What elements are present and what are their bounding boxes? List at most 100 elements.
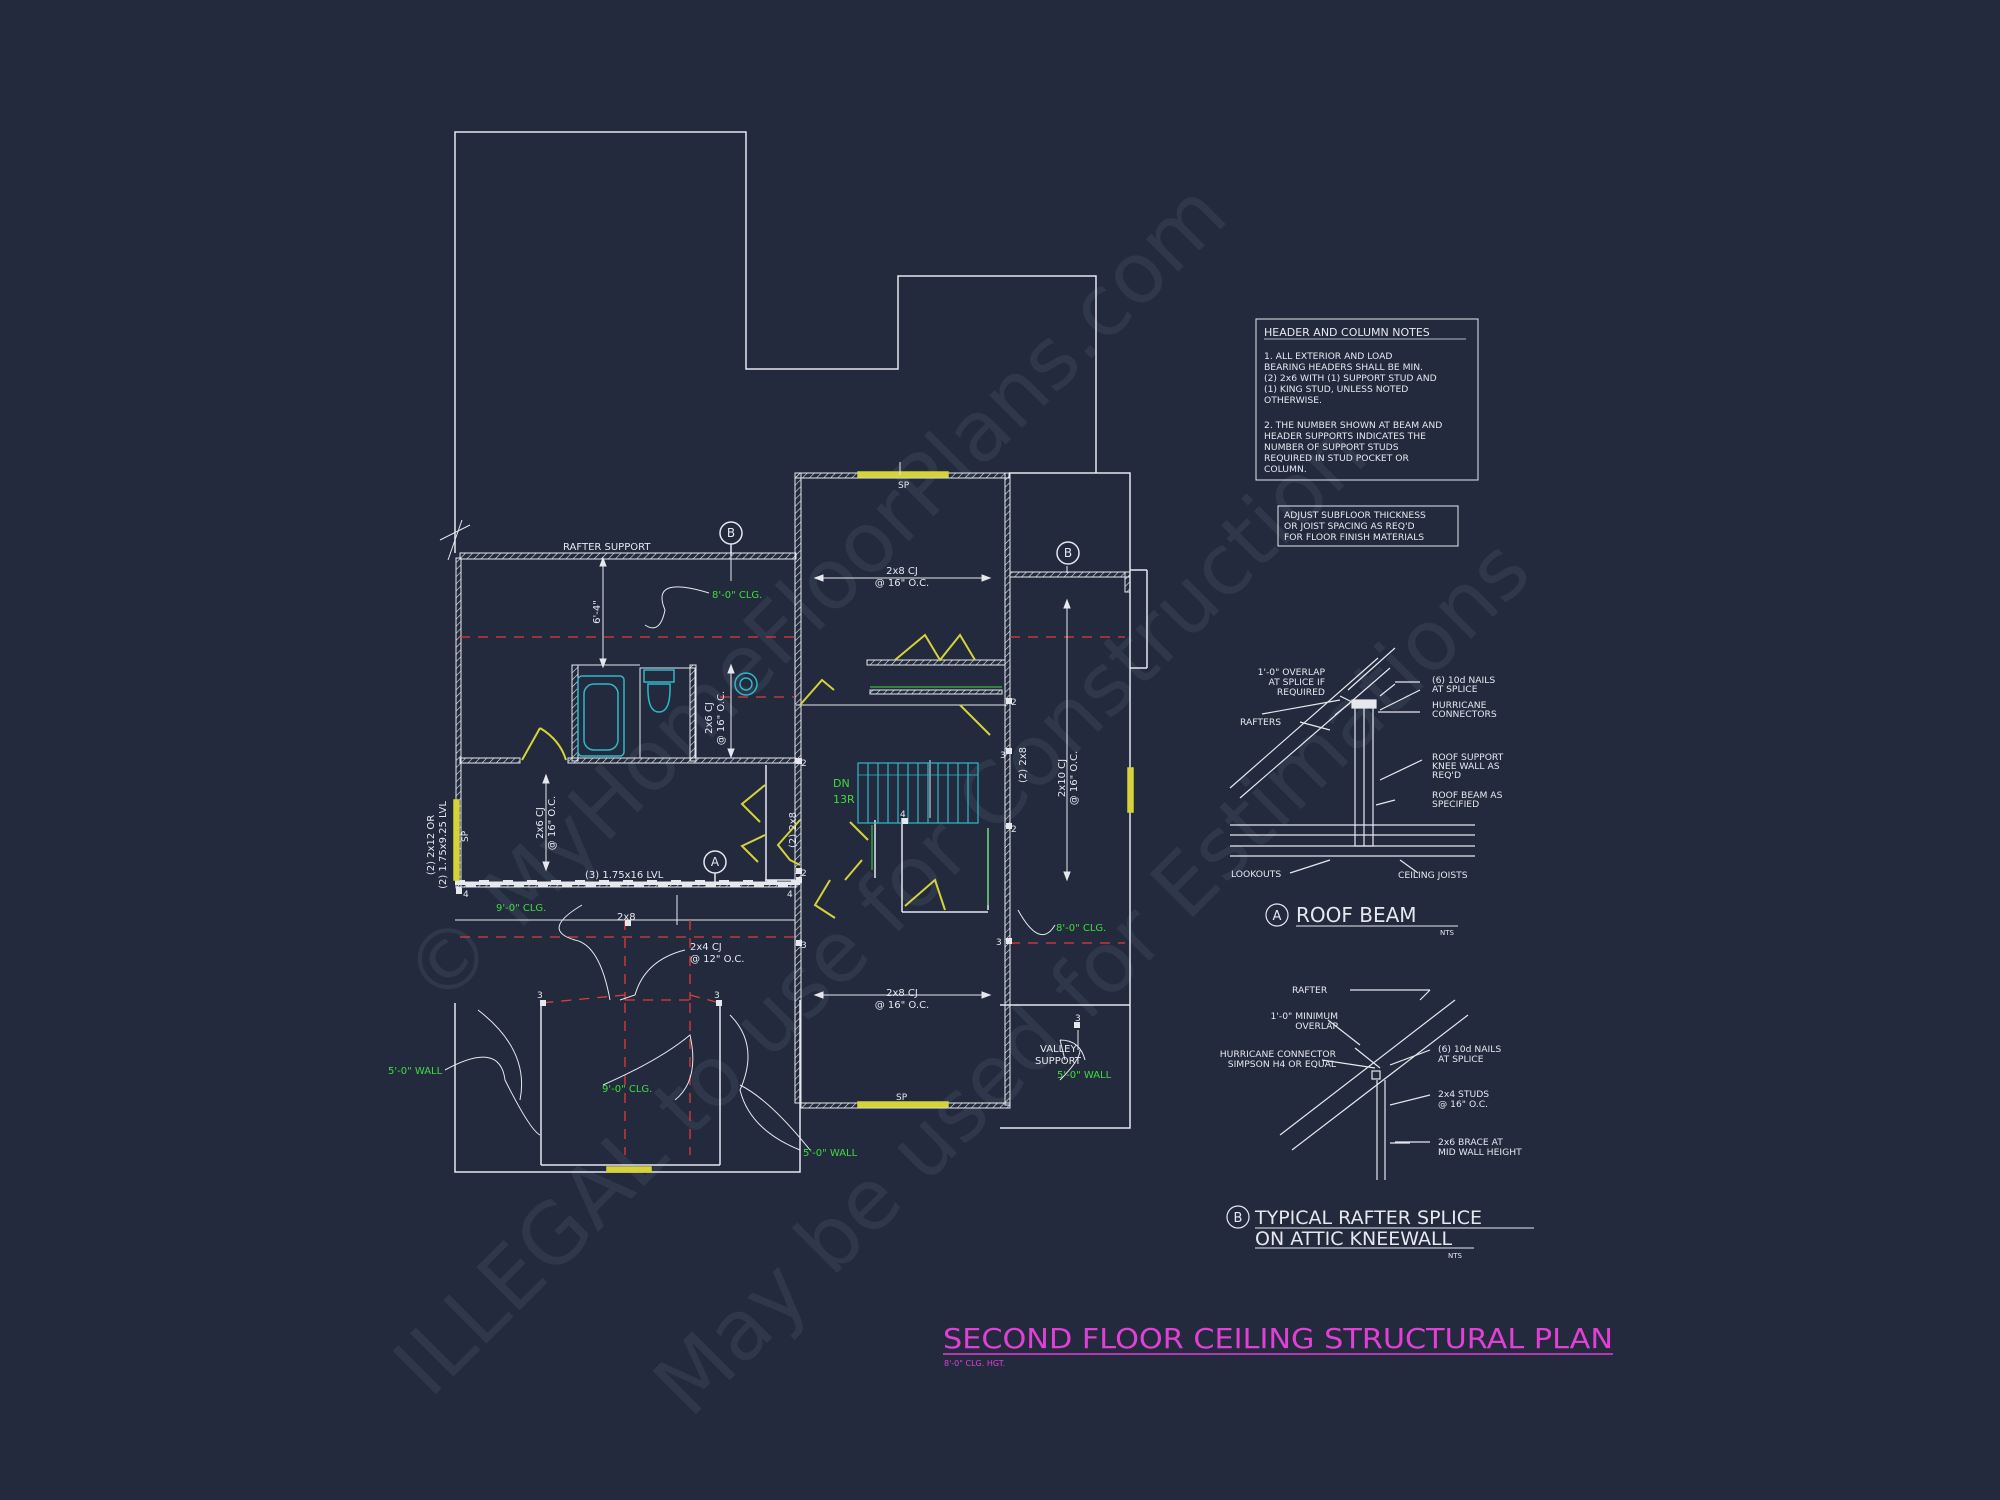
notes-line: (2) 2x6 WITH (1) SUPPORT STUD AND	[1264, 373, 1437, 384]
detail-roof-beam: 1'-0" OVERLAP AT SPLICE IF REQUIRED (6) …	[1229, 647, 1504, 937]
detail-b-studs: 2x4 STUDS	[1438, 1089, 1489, 1100]
wall-5-left: 5'-0" WALL	[388, 1066, 443, 1077]
toilet-tank	[643, 669, 675, 683]
detail-a-scale: NTS	[1440, 929, 1455, 937]
wall-5-bottom: 5'-0" WALL	[803, 1148, 858, 1159]
detail-rafter-splice: RAFTER 1'-0" MINIMUM OVERLAP HURRICANE C…	[1220, 985, 1534, 1260]
callout-b-right: B	[1064, 546, 1072, 560]
lvl-left-line2: (2) 1.75x9.25 LVL	[438, 801, 449, 889]
stud-count: 2	[1011, 825, 1017, 835]
detail-a-knee-wall: ROOF SUPPORT	[1432, 752, 1504, 763]
floor-plan	[439, 131, 1148, 1173]
header-column-notes: HEADER AND COLUMN NOTES 1. ALL EXTERIOR …	[1255, 318, 1479, 481]
detail-a-knee-wall: KNEE WALL AS	[1432, 761, 1500, 772]
detail-b-studs: @ 16" O.C.	[1438, 1099, 1488, 1110]
subfloor-line: OR JOIST SPACING AS REQ'D	[1284, 521, 1415, 532]
wall-5-right: 5'-0" WALL	[1057, 1070, 1112, 1081]
detail-b-rafter: RAFTER	[1292, 985, 1328, 996]
ceiling-8-right: 8'-0" CLG.	[1056, 923, 1106, 934]
cj-2x8-top-line1: 2x8 CJ	[886, 566, 918, 577]
detail-a-roof-beam: SPECIFIED	[1432, 799, 1479, 810]
notes-line: BEARING HEADERS SHALL BE MIN.	[1264, 362, 1423, 373]
notes-line: NUMBER OF SUPPORT STUDS	[1264, 442, 1399, 453]
stud-count: 4	[900, 810, 906, 820]
stud-count: 3	[1000, 751, 1006, 761]
sink	[734, 672, 758, 696]
bathtub	[577, 675, 625, 757]
header-2x8-a: (2) 2x8	[788, 812, 799, 848]
stud-count: 3	[801, 941, 807, 951]
ceiling-8-top: 8'-0" CLG.	[712, 590, 762, 601]
rafter-support-label: RAFTER SUPPORT	[563, 542, 651, 553]
stud-count: 3	[996, 938, 1002, 948]
detail-a-hurricane: CONNECTORS	[1432, 709, 1497, 720]
cj-2x10-right-line1: 2x10 CJ	[1057, 759, 1068, 797]
detail-a-ceiling-joists: CEILING JOISTS	[1398, 870, 1468, 881]
detail-b-title-line1: TYPICAL RAFTER SPLICE	[1254, 1207, 1482, 1229]
sp-left: SP	[461, 830, 471, 842]
roof-outline	[454, 131, 1097, 553]
notes-line: OTHERWISE.	[1264, 395, 1322, 406]
cj-2x8-bottom-line2: @ 16" O.C.	[875, 1000, 930, 1011]
detail-a-roof-beam: ROOF BEAM AS	[1432, 790, 1503, 801]
header-2x8-b: (2) 2x8	[1018, 747, 1029, 783]
detail-a-rafters: RAFTERS	[1240, 717, 1281, 728]
notes-line: 2. THE NUMBER SHOWN AT BEAM AND	[1264, 420, 1442, 431]
cj-2x4-line1: 2x4 CJ	[690, 942, 722, 953]
bath-fixtures	[577, 669, 758, 757]
stud-count: 2	[1011, 698, 1017, 708]
notes-line: (1) KING STUD, UNLESS NOTED	[1264, 384, 1408, 395]
detail-b-hurricane: HURRICANE CONNECTOR	[1220, 1049, 1337, 1060]
detail-a-lookouts: LOOKOUTS	[1231, 869, 1281, 880]
plan-title: SECOND FLOOR CEILING STRUCTURAL PLAN	[943, 1322, 1613, 1355]
notes-line: HEADER SUPPORTS INDICATES THE	[1264, 431, 1426, 442]
sp-top: SP	[898, 481, 910, 491]
subfloor-line: FOR FLOOR FINISH MATERIALS	[1284, 532, 1424, 543]
notes-line: REQUIRED IN STUD POCKET OR	[1264, 453, 1409, 464]
detail-a-overlap: 1'-0" OVERLAP	[1258, 667, 1326, 678]
detail-a-nails: AT SPLICE	[1432, 684, 1478, 695]
dim-6-4: 6'-4"	[592, 600, 603, 624]
detail-a-knee-wall: REQ'D	[1432, 770, 1461, 781]
header-2x8-c: 2x8	[617, 912, 636, 923]
callout-a: A	[711, 855, 720, 869]
ceiling-9-center: 9'-0" CLG.	[602, 1084, 652, 1095]
stair-dn: DN	[833, 777, 850, 790]
doors	[521, 633, 991, 919]
detail-a-overlap: REQUIRED	[1277, 687, 1325, 698]
cj-2x10-right-line2: @ 16" O.C.	[1069, 751, 1080, 806]
detail-a-marker: A	[1273, 909, 1282, 924]
detail-b-title-line2: ON ATTIC KNEEWALL	[1255, 1228, 1453, 1250]
stairs	[857, 762, 979, 824]
detail-b-nails: AT SPLICE	[1438, 1054, 1484, 1065]
callout-b-left: B	[727, 526, 735, 540]
cj-2x8-top-line2: @ 16" O.C.	[875, 578, 930, 589]
callout-b-circle-right	[1056, 541, 1080, 565]
detail-b-hurricane: SIMPSON H4 OR EQUAL	[1228, 1059, 1337, 1070]
windows	[453, 471, 1134, 1173]
lvl-3-label: (3) 1.75x16 LVL	[585, 870, 664, 881]
subfloor-note: ADJUST SUBFLOOR THICKNESS OR JOIST SPACI…	[1277, 505, 1459, 547]
cj-2x6-left-line1: 2x6 CJ	[535, 807, 546, 839]
subfloor-line: ADJUST SUBFLOOR THICKNESS	[1284, 510, 1426, 521]
dimension-lines	[444, 462, 1086, 1151]
cj-2x6-left-line2: @ 16" O.C.	[547, 796, 558, 851]
stud-count: 2	[801, 759, 807, 769]
detail-b-nails: (6) 10d NAILS	[1438, 1044, 1501, 1055]
ceiling-9-left: 9'-0" CLG.	[496, 903, 546, 914]
plan-subtitle: 8'-0" CLG. HGT.	[944, 1359, 1005, 1368]
stud-count: 3	[714, 991, 720, 1001]
stair-risers: 13R	[833, 793, 855, 806]
cj-2x6-bath-line2: @ 16" O.C.	[716, 691, 727, 746]
cj-2x8-bottom-line1: 2x8 CJ	[886, 988, 918, 999]
stud-count: 3	[537, 991, 543, 1001]
detail-a-nails: (6) 10d NAILS	[1432, 675, 1495, 686]
beam-dash-lines	[460, 636, 1125, 1155]
detail-a-hurricane: HURRICANE	[1432, 700, 1487, 711]
detail-b-brace: MID WALL HEIGHT	[1438, 1147, 1522, 1158]
stud-count: 4	[787, 890, 793, 900]
detail-a-title: ROOF BEAM	[1296, 903, 1417, 927]
cj-2x6-bath-line1: 2x6 CJ	[704, 702, 715, 734]
detail-b-brace: 2x6 BRACE AT	[1438, 1137, 1503, 1148]
detail-b-scale: NTS	[1448, 1252, 1463, 1260]
